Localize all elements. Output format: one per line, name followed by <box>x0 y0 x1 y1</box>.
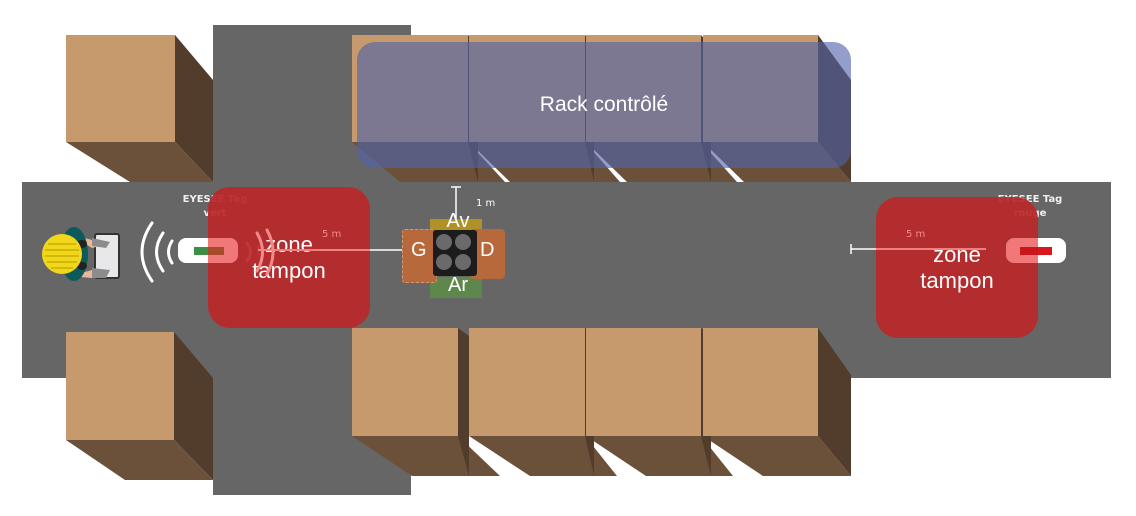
tag-right-led-tinted <box>1020 247 1038 255</box>
box-top-left <box>66 35 213 182</box>
right-distance-line-overlay <box>876 248 986 250</box>
tag-right-title-text: EYESEE Tag <box>997 194 1063 205</box>
worker-icon <box>42 227 120 281</box>
buffer-zone-right-line2: tampon <box>920 267 994 293</box>
vehicle-left-label: G <box>411 239 427 261</box>
buffer-zone-right-line1: zone <box>933 241 981 267</box>
rear-zone <box>430 277 482 298</box>
vehicle-rear-label: Ar <box>448 274 468 296</box>
controlled-rack-overlay: Rack contrôlé <box>357 42 851 168</box>
tag-left-led-tinted <box>208 247 224 255</box>
vehicle-front-label: Av <box>446 210 470 232</box>
vehicle-right-label: D <box>480 239 495 261</box>
buffer-zone-right: zone tampon <box>876 197 1038 338</box>
right-distance-label: 5 m <box>906 229 926 240</box>
signal-waves-tinted-icon <box>255 228 275 276</box>
buffer-zone-left-line2: tampon <box>252 257 326 283</box>
box-bottom-left <box>66 332 213 480</box>
rack-bottom-row <box>352 328 851 476</box>
tag-right-device-tinted <box>1006 238 1038 263</box>
left-side-zone <box>402 229 437 283</box>
left-distance-line-overlay <box>258 249 370 251</box>
rack-label: Rack contrôlé <box>539 93 669 116</box>
front-distance-label: 1 m <box>476 198 496 209</box>
left-distance-label: 5 m <box>322 229 342 240</box>
tag-left-device-tinted <box>208 238 238 263</box>
vehicle-icon <box>433 230 477 276</box>
